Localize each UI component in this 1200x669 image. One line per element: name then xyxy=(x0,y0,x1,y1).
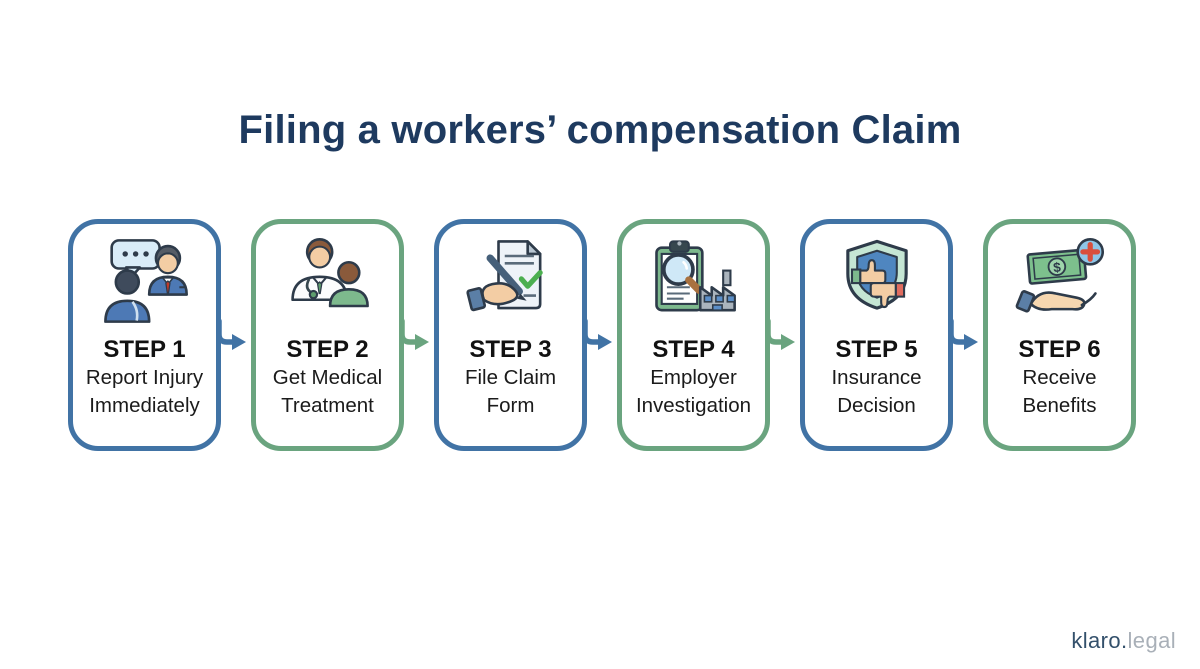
page-title: Filing a workers’ compensation Claim xyxy=(238,108,962,152)
arrow-right-icon xyxy=(948,318,978,350)
step-card-6: $ STEP 6 Receive Benefits xyxy=(983,219,1136,451)
shield-thumbs-icon xyxy=(827,235,927,327)
step-description-line2: Decision xyxy=(837,394,916,417)
step-card-1: STEP 1 Report Injury Immediately xyxy=(68,219,246,451)
sign-document-icon xyxy=(461,235,561,327)
step-label: STEP 1 xyxy=(103,336,186,363)
clipboard-magnifier-factory-icon xyxy=(644,235,744,327)
step-description-line1: Insurance xyxy=(831,366,922,389)
step-label: STEP 4 xyxy=(652,336,735,363)
step-description-line2: Immediately xyxy=(89,394,200,417)
step-card-3: STEP 3 File Claim Form xyxy=(434,219,612,451)
step-label: STEP 3 xyxy=(469,336,552,363)
step-description-line1: Report Injury xyxy=(85,366,204,389)
hand-money-icon: $ xyxy=(1010,235,1110,327)
people-talking-icon xyxy=(95,235,195,327)
step-description-line2: Benefits xyxy=(1022,394,1097,417)
step-card-5: STEP 5 Insurance Decision xyxy=(800,219,978,451)
arrow-right-icon xyxy=(399,318,429,350)
arrow-right-icon xyxy=(765,318,795,350)
arrow-right-icon xyxy=(216,318,246,350)
step-label: STEP 5 xyxy=(835,336,918,363)
doctor-patient-icon xyxy=(278,235,378,327)
step-description-line2: Investigation xyxy=(635,394,752,417)
step-description-line1: Get Medical xyxy=(272,366,383,389)
step-card-2: STEP 2 Get Medical Treatment xyxy=(251,219,429,451)
svg-text:$: $ xyxy=(1052,260,1061,276)
step-description-line2: Form xyxy=(486,394,535,417)
brand-secondary-text: legal xyxy=(1127,628,1176,653)
arrow-right-icon xyxy=(582,318,612,350)
step-description-line2: Treatment xyxy=(281,394,374,417)
brand-primary-text: klaro. xyxy=(1071,628,1128,653)
steps-row: STEP 1 Report Injury Immediately xyxy=(68,219,1136,451)
step-card-4: STEP 4 Employer Investigation xyxy=(617,219,795,451)
step-label: STEP 2 xyxy=(286,336,369,363)
brand-logo: klaro.legal xyxy=(1071,628,1176,654)
step-description-line1: File Claim xyxy=(464,366,557,389)
step-label: STEP 6 xyxy=(1018,336,1101,363)
step-description-line1: Employer xyxy=(650,366,737,389)
step-description-line1: Receive xyxy=(1022,366,1097,389)
